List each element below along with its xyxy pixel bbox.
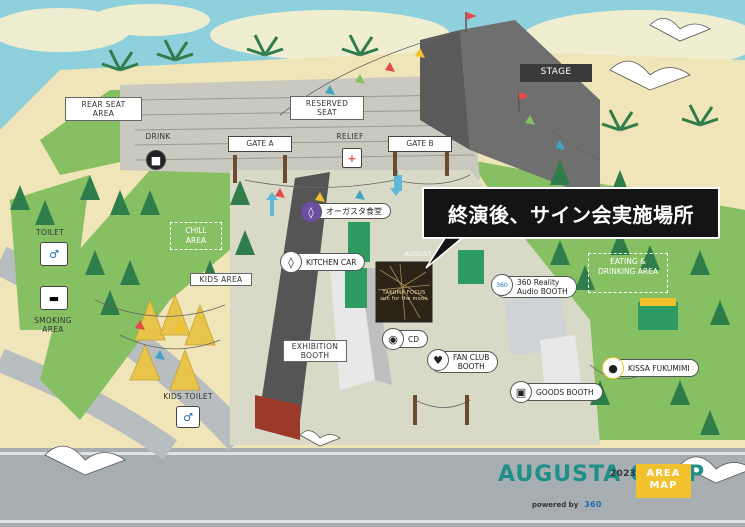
- album-cover-text: TAKUMA FOCUS sun for the moon: [380, 290, 428, 302]
- kids-area-label: KIDS AREA: [190, 273, 252, 286]
- kids-toilet-icon: ♂: [176, 406, 200, 428]
- kids-toilet-label: KIDS TOILET: [163, 392, 213, 401]
- kitchen-car-text: KITCHEN CAR: [306, 257, 357, 267]
- kids-tents: [129, 293, 216, 391]
- first-aid-icon: +: [342, 148, 362, 168]
- disc-icon: ◉: [382, 328, 404, 350]
- rear-seat-area-label: REAR SEAT AREA: [65, 97, 142, 121]
- drink-icon: ■: [146, 150, 166, 170]
- seagulls: [44, 18, 745, 484]
- fan-club-booth-text: FAN CLUB BOOTH: [453, 353, 490, 371]
- eating-drinking-area-zone: EATING & DRINKING AREA: [588, 253, 668, 293]
- gate-posts: [233, 148, 469, 425]
- reality-audio-icon: 360: [491, 274, 513, 296]
- toilet-icon: ♂: [40, 242, 68, 266]
- heart-icon: ♥: [427, 349, 449, 371]
- callout-text: 終演後、サイン会実施場所: [448, 202, 694, 227]
- relief-label: RELIEF: [336, 132, 364, 141]
- fork-knife-icon: ◊: [280, 251, 302, 273]
- kissa-fukumimi-pill: ● KISSA FUKUMIMI: [602, 357, 699, 379]
- kitchen-car-pill: ◊ KITCHEN CAR: [280, 251, 366, 273]
- reality-audio-booth-pill: 360 360 Reality Audio BOOTH: [491, 274, 577, 298]
- sponsor-logo: 360: [584, 500, 602, 509]
- chill-area-zone: CHILL AREA: [170, 222, 222, 250]
- smoking-area-label: SMOKING AREA: [34, 316, 72, 334]
- goods-booth-text: GOODS BOOTH: [536, 387, 594, 397]
- cd-text: CD: [408, 334, 420, 344]
- stage-label: STAGE: [540, 67, 572, 77]
- gate-a-sign: GATE A: [228, 136, 292, 152]
- cd-pill: ◉ CD: [382, 328, 429, 350]
- area-map-badge: AREA MAP: [636, 464, 691, 498]
- gate-b-sign: GATE B: [388, 136, 452, 152]
- autograph-session-callout: 終演後、サイン会実施場所: [422, 187, 720, 239]
- exhibition-booth-label: EXHIBITION BOOTH: [283, 340, 347, 362]
- organic-shokudo-pill: ◊ オーガスタ食堂: [300, 201, 391, 223]
- reserved-seat-label: RESERVED SEAT: [290, 96, 364, 120]
- album-art: [377, 263, 431, 321]
- toilet-label: TOILET: [36, 228, 64, 237]
- walkway-arrows: [266, 170, 402, 216]
- goods-booth-pill: ▣ GOODS BOOTH: [510, 381, 603, 403]
- kissa-fukumimi-icon: ●: [602, 357, 624, 379]
- drink-label: DRINK: [145, 132, 171, 141]
- reality-audio-booth-text: 360 Reality Audio BOOTH: [517, 278, 568, 296]
- augusta-banner: AUGUST: [404, 251, 432, 258]
- smoking-icon: ▬: [40, 286, 68, 310]
- fork-knife-icon: ◊: [300, 201, 322, 223]
- fan-club-booth-pill: ♥ FAN CLUB BOOTH: [427, 349, 499, 373]
- kissa-fukumimi-text: KISSA FUKUMIMI: [628, 363, 690, 373]
- palms: [101, 34, 719, 132]
- powered-by-text: powered by: [532, 501, 579, 509]
- organic-shokudo-text: オーガスタ食堂: [326, 206, 382, 216]
- year-label: 2023: [610, 469, 637, 479]
- tshirt-icon: ▣: [510, 381, 532, 403]
